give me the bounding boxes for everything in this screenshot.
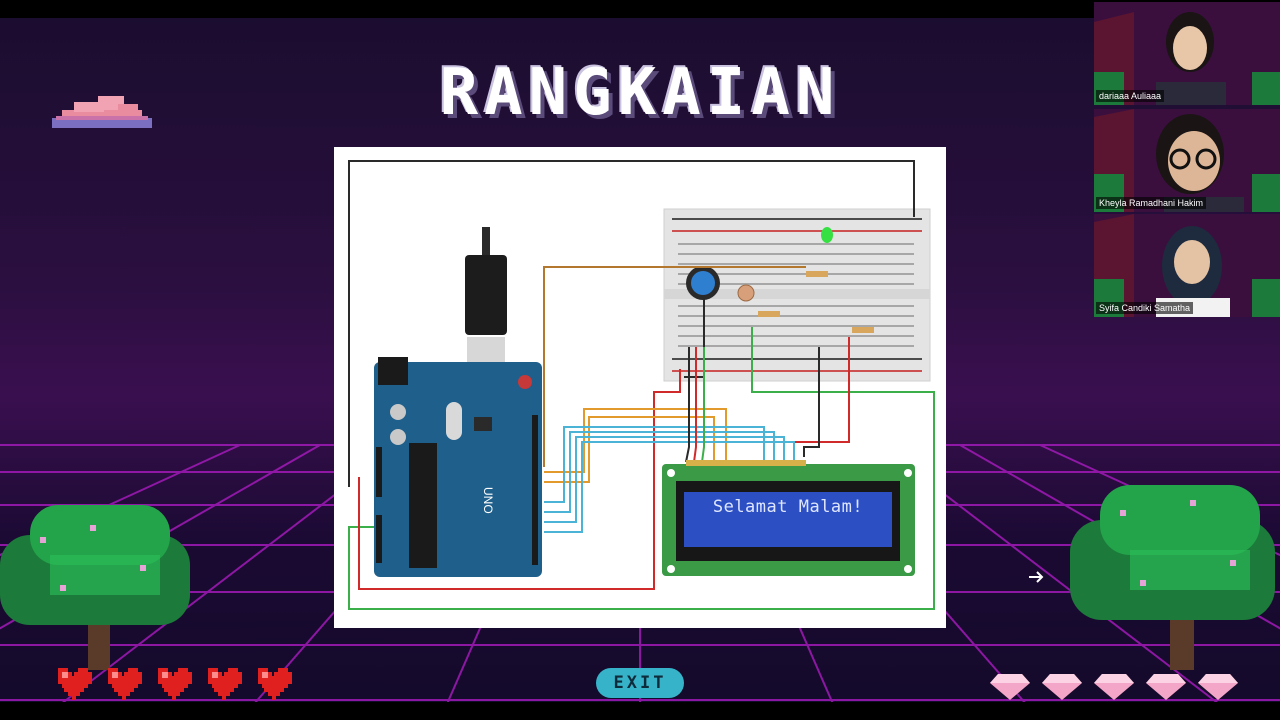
participant-name: Kheyla Ramadhani Hakim bbox=[1096, 197, 1207, 209]
letterbox-top bbox=[0, 0, 1280, 18]
participant-video-tile[interactable]: dariaaa Auliaaa bbox=[1094, 2, 1280, 105]
tree-icon bbox=[0, 505, 190, 670]
circuit-illustration: UNO bbox=[348, 160, 935, 610]
led-green bbox=[821, 227, 833, 243]
gems-row bbox=[990, 674, 1238, 700]
svg-text:UNO: UNO bbox=[481, 487, 495, 514]
participant-name: dariaaa Auliaaa bbox=[1096, 90, 1165, 102]
heart-icon bbox=[258, 668, 292, 700]
lives-hearts bbox=[54, 668, 292, 700]
heart-icon bbox=[208, 668, 242, 700]
tree-icon bbox=[1070, 485, 1275, 670]
resistor-2 bbox=[758, 311, 780, 317]
cloud-icon bbox=[52, 96, 152, 128]
gem-icon bbox=[1094, 674, 1134, 700]
lcd-display-module bbox=[662, 460, 915, 576]
breadboard bbox=[663, 208, 931, 382]
heart-icon bbox=[108, 668, 142, 700]
resistor-3 bbox=[852, 327, 874, 333]
lcd-message: Selamat Malam! bbox=[712, 497, 864, 517]
circuit-diagram: UNO Selamat Malam! bbox=[334, 147, 946, 628]
resistor-1 bbox=[806, 271, 828, 277]
heart-icon bbox=[58, 668, 92, 700]
participant-avatar bbox=[1094, 2, 1280, 105]
arduino-uno-board: UNO bbox=[374, 357, 542, 577]
gem-icon bbox=[1146, 674, 1186, 700]
slide-title: RANGKAIAN bbox=[439, 56, 841, 130]
participant-video-tile[interactable]: Syifa Candiki Samatha bbox=[1094, 214, 1280, 317]
exit-button[interactable]: EXIT bbox=[596, 668, 684, 698]
letterbox-bottom bbox=[0, 702, 1280, 720]
ldr-sensor bbox=[737, 284, 755, 302]
gem-icon bbox=[990, 674, 1030, 700]
gem-icon bbox=[1042, 674, 1082, 700]
participant-video-tile[interactable]: Kheyla Ramadhani Hakim bbox=[1094, 109, 1280, 212]
heart-icon bbox=[158, 668, 192, 700]
arrow-cursor-icon bbox=[1029, 571, 1044, 583]
participant-name: Syifa Candiki Samatha bbox=[1096, 302, 1194, 314]
gem-icon bbox=[1198, 674, 1238, 700]
usb-cable bbox=[465, 227, 507, 375]
